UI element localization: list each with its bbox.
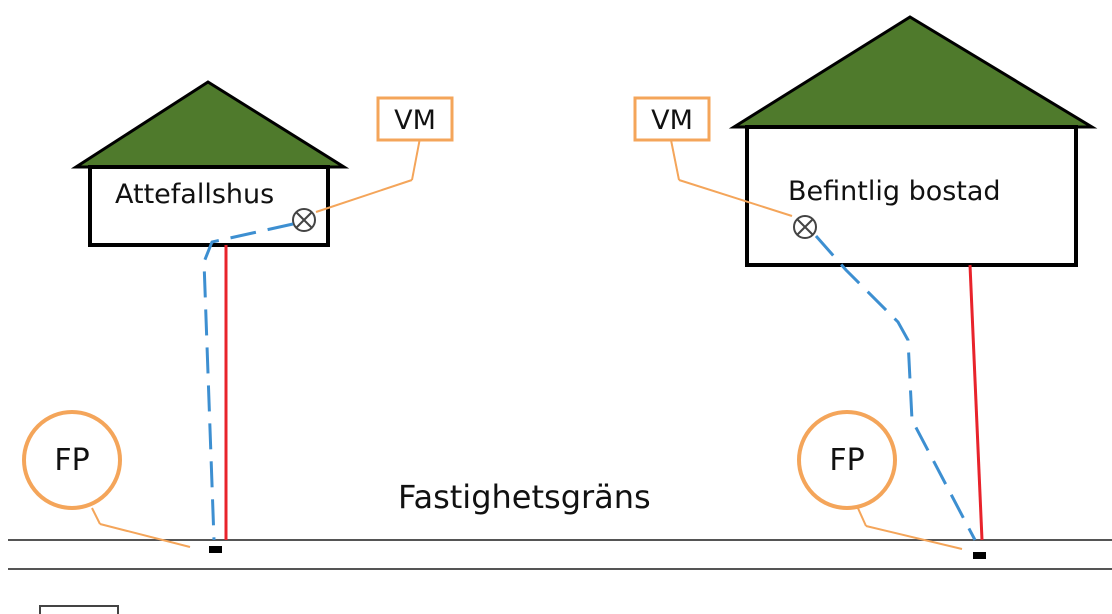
partial-box-fragment bbox=[39, 605, 119, 614]
vm-callout-right: VM bbox=[633, 96, 793, 217]
vm-leader-left bbox=[411, 137, 421, 181]
house-attefallshus: Attefallshus bbox=[70, 80, 350, 247]
vm-callout-left: VM bbox=[315, 96, 454, 213]
boundary-label: Fastighetsgräns bbox=[398, 478, 651, 516]
vm-box-left bbox=[376, 96, 454, 142]
house-body-left bbox=[88, 165, 330, 247]
fp-label-right: FP bbox=[829, 443, 864, 478]
fp-circle-left bbox=[22, 410, 122, 510]
water-meter-right-icon bbox=[793, 215, 817, 239]
fp-callout-right: FP bbox=[797, 410, 963, 550]
house-label-befintlig: Befintlig bostad bbox=[788, 176, 1001, 207]
vm-label-left: VM bbox=[394, 105, 436, 136]
house-label-attefallshus: Attefallshus bbox=[115, 179, 274, 210]
fp-callout-left: FP bbox=[22, 410, 191, 548]
water-meter-left-icon bbox=[292, 208, 316, 232]
connection-point-right bbox=[973, 552, 986, 559]
vm-label-right: VM bbox=[651, 105, 693, 136]
fp-leader-left-2 bbox=[99, 523, 191, 548]
connection-point-left bbox=[209, 546, 222, 553]
water-pipe-left bbox=[202, 222, 294, 541]
vm-leader-right bbox=[670, 139, 680, 181]
drain-pipe-right bbox=[968, 264, 984, 541]
water-pipe-right bbox=[814, 235, 977, 541]
roof-left bbox=[70, 80, 350, 169]
fp-leader-right-2 bbox=[865, 525, 963, 550]
fp-leader-left bbox=[91, 507, 101, 525]
house-body-right bbox=[745, 125, 1078, 267]
vm-box-right bbox=[633, 96, 711, 142]
fp-label-left: FP bbox=[54, 443, 89, 478]
vm-leader-left-2 bbox=[315, 179, 413, 213]
vm-leader-right-2 bbox=[678, 179, 793, 217]
roof-right bbox=[728, 15, 1098, 129]
house-befintlig-bostad: Befintlig bostad bbox=[728, 15, 1098, 267]
fp-leader-right bbox=[856, 505, 867, 527]
fp-circle-right bbox=[797, 410, 897, 510]
